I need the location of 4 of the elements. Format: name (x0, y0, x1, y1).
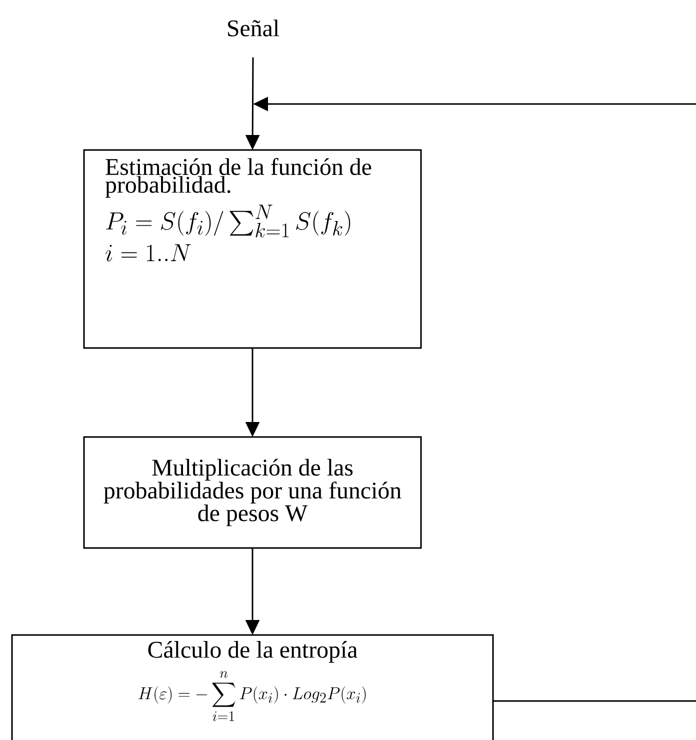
process-box: Estimación de la función de probabilidad. $P_i = S(f_i)/\sum_{k=1}^{N} S(f_k)$ $i = 1..N$ (83, 149, 422, 349)
process-box: Multiplicación de las probabilidades por una función de pesos W (83, 436, 422, 549)
process-box: Cálculo de la entropía $H(\varepsilon) = -\sum_{i=1}^{n} P(x_i)\cdot Log_{2} P(x_i)$ (11, 634, 494, 740)
signal-label: Señal (228, 20, 280, 36)
